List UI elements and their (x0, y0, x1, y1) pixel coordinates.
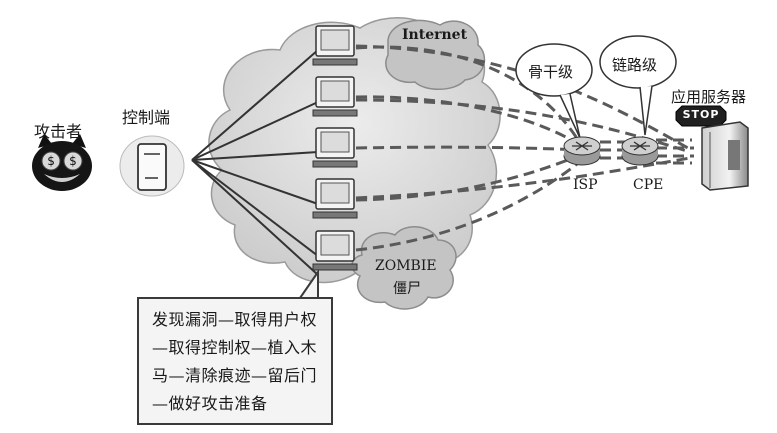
monitor-icon (312, 178, 358, 219)
link-label: 链路级 (612, 56, 658, 74)
router-icon (621, 136, 659, 166)
svg-text:$: $ (47, 154, 55, 168)
server-tower-icon (701, 121, 749, 191)
app-server-label: 应用服务器 (671, 88, 747, 106)
monitor-icon (312, 25, 358, 66)
cpe-label: CPE (633, 177, 664, 193)
monitor-icon (312, 230, 358, 271)
callout-text: 发现漏洞—取得用户权—取得控制权—植入木马—清除痕迹—留后门—做好攻击准备 (152, 310, 318, 413)
router-icon (563, 136, 601, 166)
zombie-cn-label: 僵尸 (393, 281, 421, 297)
control-links (191, 49, 319, 276)
computer-tower-icon (119, 135, 185, 197)
backbone-label: 骨干级 (528, 63, 574, 81)
monitor-icon (312, 127, 358, 168)
devil-face-dollar-eyes-icon: $ $ (32, 134, 92, 191)
controller-label: 控制端 (122, 108, 171, 127)
isp-label: ISP (573, 177, 598, 193)
link-bubble (599, 35, 677, 136)
monitor-icon (312, 76, 358, 117)
stop-sign-text: STOP (682, 108, 720, 121)
zombie-hosts (312, 25, 358, 271)
zombie-label: ZOMBIE (375, 258, 437, 274)
attacker-label: 攻击者 (34, 122, 83, 141)
backbone-bubble (515, 43, 593, 139)
svg-text:$: $ (69, 154, 77, 168)
internet-label: Internet (402, 27, 468, 43)
attack-steps-callout: 发现漏洞—取得用户权—取得控制权—植入木马—清除痕迹—留后门—做好攻击准备 (137, 297, 333, 425)
